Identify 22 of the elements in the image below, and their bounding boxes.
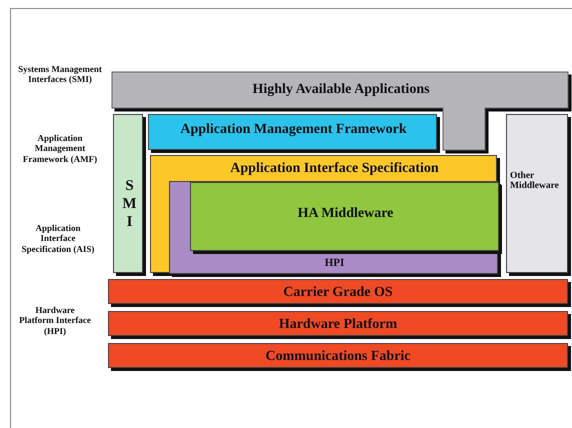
other-middleware-column bbox=[506, 114, 568, 273]
layer-title: Other Middleware bbox=[510, 171, 560, 194]
side-label: Hardware Platform Interface (HPI) bbox=[18, 305, 92, 336]
layer-title: Application Management Framework bbox=[179, 121, 408, 140]
hardware-layer bbox=[108, 311, 568, 336]
layer-title: Communications Fabric bbox=[264, 348, 412, 366]
smi-column bbox=[113, 114, 143, 273]
layer-title: Hardware Platform bbox=[278, 316, 398, 334]
middleware-layer bbox=[190, 182, 499, 251]
layer-title: Application Interface Specification bbox=[229, 160, 440, 178]
layer-title: Carrier Grade OS bbox=[282, 284, 394, 302]
side-label: Application Interface Specification (AIS) bbox=[20, 223, 96, 254]
side-label: Systems Management Interfaces (SMI) bbox=[17, 64, 103, 85]
layer-title: Highly Available Applications bbox=[251, 81, 431, 100]
os-layer bbox=[108, 279, 568, 304]
side-label: Application Management Framework (AMF) bbox=[22, 133, 98, 164]
application-layer bbox=[112, 72, 568, 150]
layer-title: HA Middleware bbox=[296, 205, 394, 224]
fabric-layer bbox=[108, 343, 568, 368]
framework-layer bbox=[148, 114, 437, 150]
layer-title: HPI bbox=[324, 256, 346, 271]
layer-title: SMI bbox=[122, 177, 137, 231]
